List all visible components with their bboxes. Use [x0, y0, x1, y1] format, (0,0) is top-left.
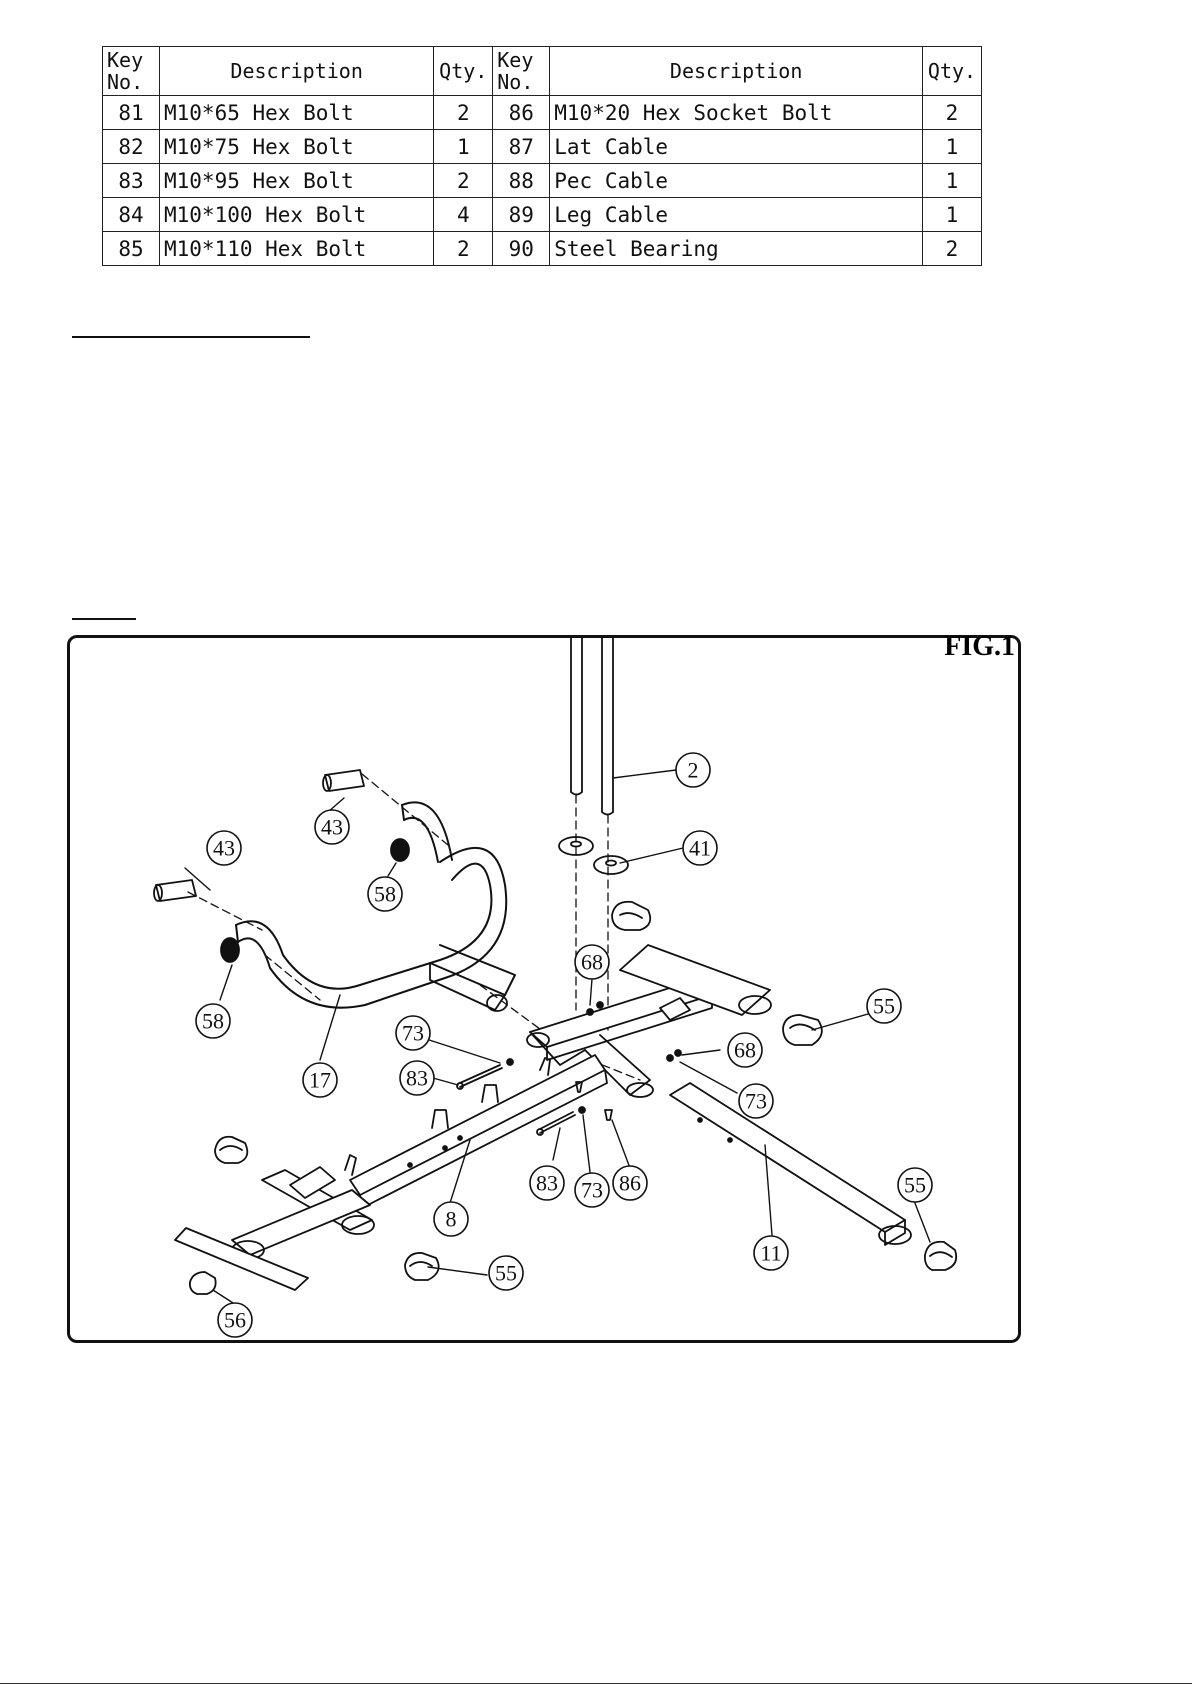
- callout-17: 17: [302, 1062, 338, 1098]
- upper-crossbar: [526, 944, 772, 1098]
- svg-text:83: 83: [406, 1066, 428, 1091]
- key-no-cell: 82: [102, 129, 160, 164]
- description-cell: M10*65 Hex Bolt: [158, 95, 435, 130]
- callout-55: 55: [866, 988, 902, 1024]
- description-cell: M10*110 Hex Bolt: [158, 231, 435, 266]
- front-u-frame: [235, 801, 516, 1009]
- svg-text:41: 41: [689, 836, 711, 861]
- callout-58: 58: [367, 876, 403, 912]
- front-tube-stub: [429, 962, 508, 1012]
- hardware: [456, 1001, 682, 1136]
- qty-cell: 2: [433, 163, 494, 198]
- page-bottom-rule: [0, 1683, 1192, 1684]
- svg-text:55: 55: [495, 1261, 517, 1286]
- figure-frame: [67, 635, 1021, 1343]
- svg-text:55: 55: [873, 994, 895, 1019]
- key-no-cell: 85: [102, 231, 160, 266]
- description-header: Description: [158, 46, 435, 96]
- callout-83: 83: [399, 1060, 435, 1096]
- qty-header: Qty.: [433, 46, 494, 96]
- callout-43: 43: [314, 809, 350, 845]
- svg-text:86: 86: [619, 1171, 641, 1196]
- svg-text:11: 11: [760, 1241, 781, 1266]
- callout-68: 68: [574, 944, 610, 980]
- table-row: 82 M10*75 Hex Bolt 1 87 Lat Cable 1: [102, 129, 982, 164]
- callout-8: 8: [433, 1201, 469, 1237]
- callout-83: 83: [529, 1165, 565, 1201]
- svg-text:73: 73: [402, 1021, 424, 1046]
- svg-text:83: 83: [536, 1171, 558, 1196]
- qty-cell: 2: [922, 231, 982, 266]
- key-no-cell: 83: [102, 163, 160, 198]
- description-cell: Lat Cable: [549, 129, 923, 164]
- callout-73: 73: [738, 1083, 774, 1119]
- callout-86: 86: [612, 1165, 648, 1201]
- callout-73: 73: [395, 1015, 431, 1051]
- rear-base: [174, 1166, 375, 1291]
- description-header: Description: [549, 46, 923, 96]
- qty-cell: 2: [433, 231, 494, 266]
- key-no-cell: 86: [492, 95, 551, 130]
- svg-text:68: 68: [581, 950, 603, 975]
- figure-title: FIG.1: [944, 631, 1015, 662]
- callout-58: 58: [195, 1003, 231, 1039]
- svg-text:58: 58: [202, 1009, 224, 1034]
- end-caps: [188, 900, 958, 1295]
- rear-leg-tube: [669, 1082, 912, 1246]
- key-no-cell: 90: [492, 231, 551, 266]
- callout-41: 41: [682, 830, 718, 866]
- step-heading-underline: [72, 618, 136, 620]
- table-row: 83 M10*95 Hex Bolt 2 88 Pec Cable 1: [102, 163, 982, 198]
- svg-text:8: 8: [446, 1207, 457, 1232]
- qty-cell: 1: [922, 129, 982, 164]
- description-cell: M10*100 Hex Bolt: [158, 197, 435, 232]
- handle-grips: [153, 769, 365, 902]
- callout-56: 56: [217, 1302, 253, 1338]
- description-cell: Pec Cable: [549, 163, 923, 198]
- qty-cell: 1: [922, 163, 982, 198]
- callout-55: 55: [488, 1255, 524, 1291]
- svg-text:58: 58: [374, 882, 396, 907]
- callout-11: 11: [753, 1235, 789, 1271]
- callout-55: 55: [897, 1167, 933, 1203]
- key-no-cell: 88: [492, 163, 551, 198]
- upright-tubes: [570, 636, 614, 816]
- key-no-cell: 87: [492, 129, 551, 164]
- section-heading-underline: [72, 336, 310, 338]
- svg-text:55: 55: [904, 1173, 926, 1198]
- callout-43: 43: [206, 830, 242, 866]
- qty-header: Qty.: [922, 46, 982, 96]
- qty-cell: 1: [433, 129, 494, 164]
- svg-text:73: 73: [581, 1178, 603, 1203]
- svg-text:56: 56: [224, 1308, 246, 1333]
- description-cell: Steel Bearing: [549, 231, 923, 266]
- description-cell: M10*20 Hex Socket Bolt: [549, 95, 923, 130]
- callout-73: 73: [574, 1172, 610, 1208]
- main-beam: [344, 1054, 608, 1209]
- svg-text:73: 73: [745, 1089, 767, 1114]
- foam-rollers: [220, 838, 410, 963]
- key-no-cell: 81: [102, 95, 160, 130]
- qty-cell: 2: [922, 95, 982, 130]
- table-row: 85 M10*110 Hex Bolt 2 90 Steel Bearing 2: [102, 231, 982, 266]
- svg-text:43: 43: [321, 815, 343, 840]
- svg-text:68: 68: [734, 1038, 756, 1063]
- description-cell: M10*95 Hex Bolt: [158, 163, 435, 198]
- svg-text:2: 2: [688, 758, 699, 783]
- callout-68: 68: [727, 1032, 763, 1068]
- callout-2: 2: [675, 752, 711, 788]
- washers: [558, 836, 629, 875]
- svg-text:43: 43: [213, 836, 235, 861]
- svg-text:17: 17: [309, 1068, 331, 1093]
- description-cell: M10*75 Hex Bolt: [158, 129, 435, 164]
